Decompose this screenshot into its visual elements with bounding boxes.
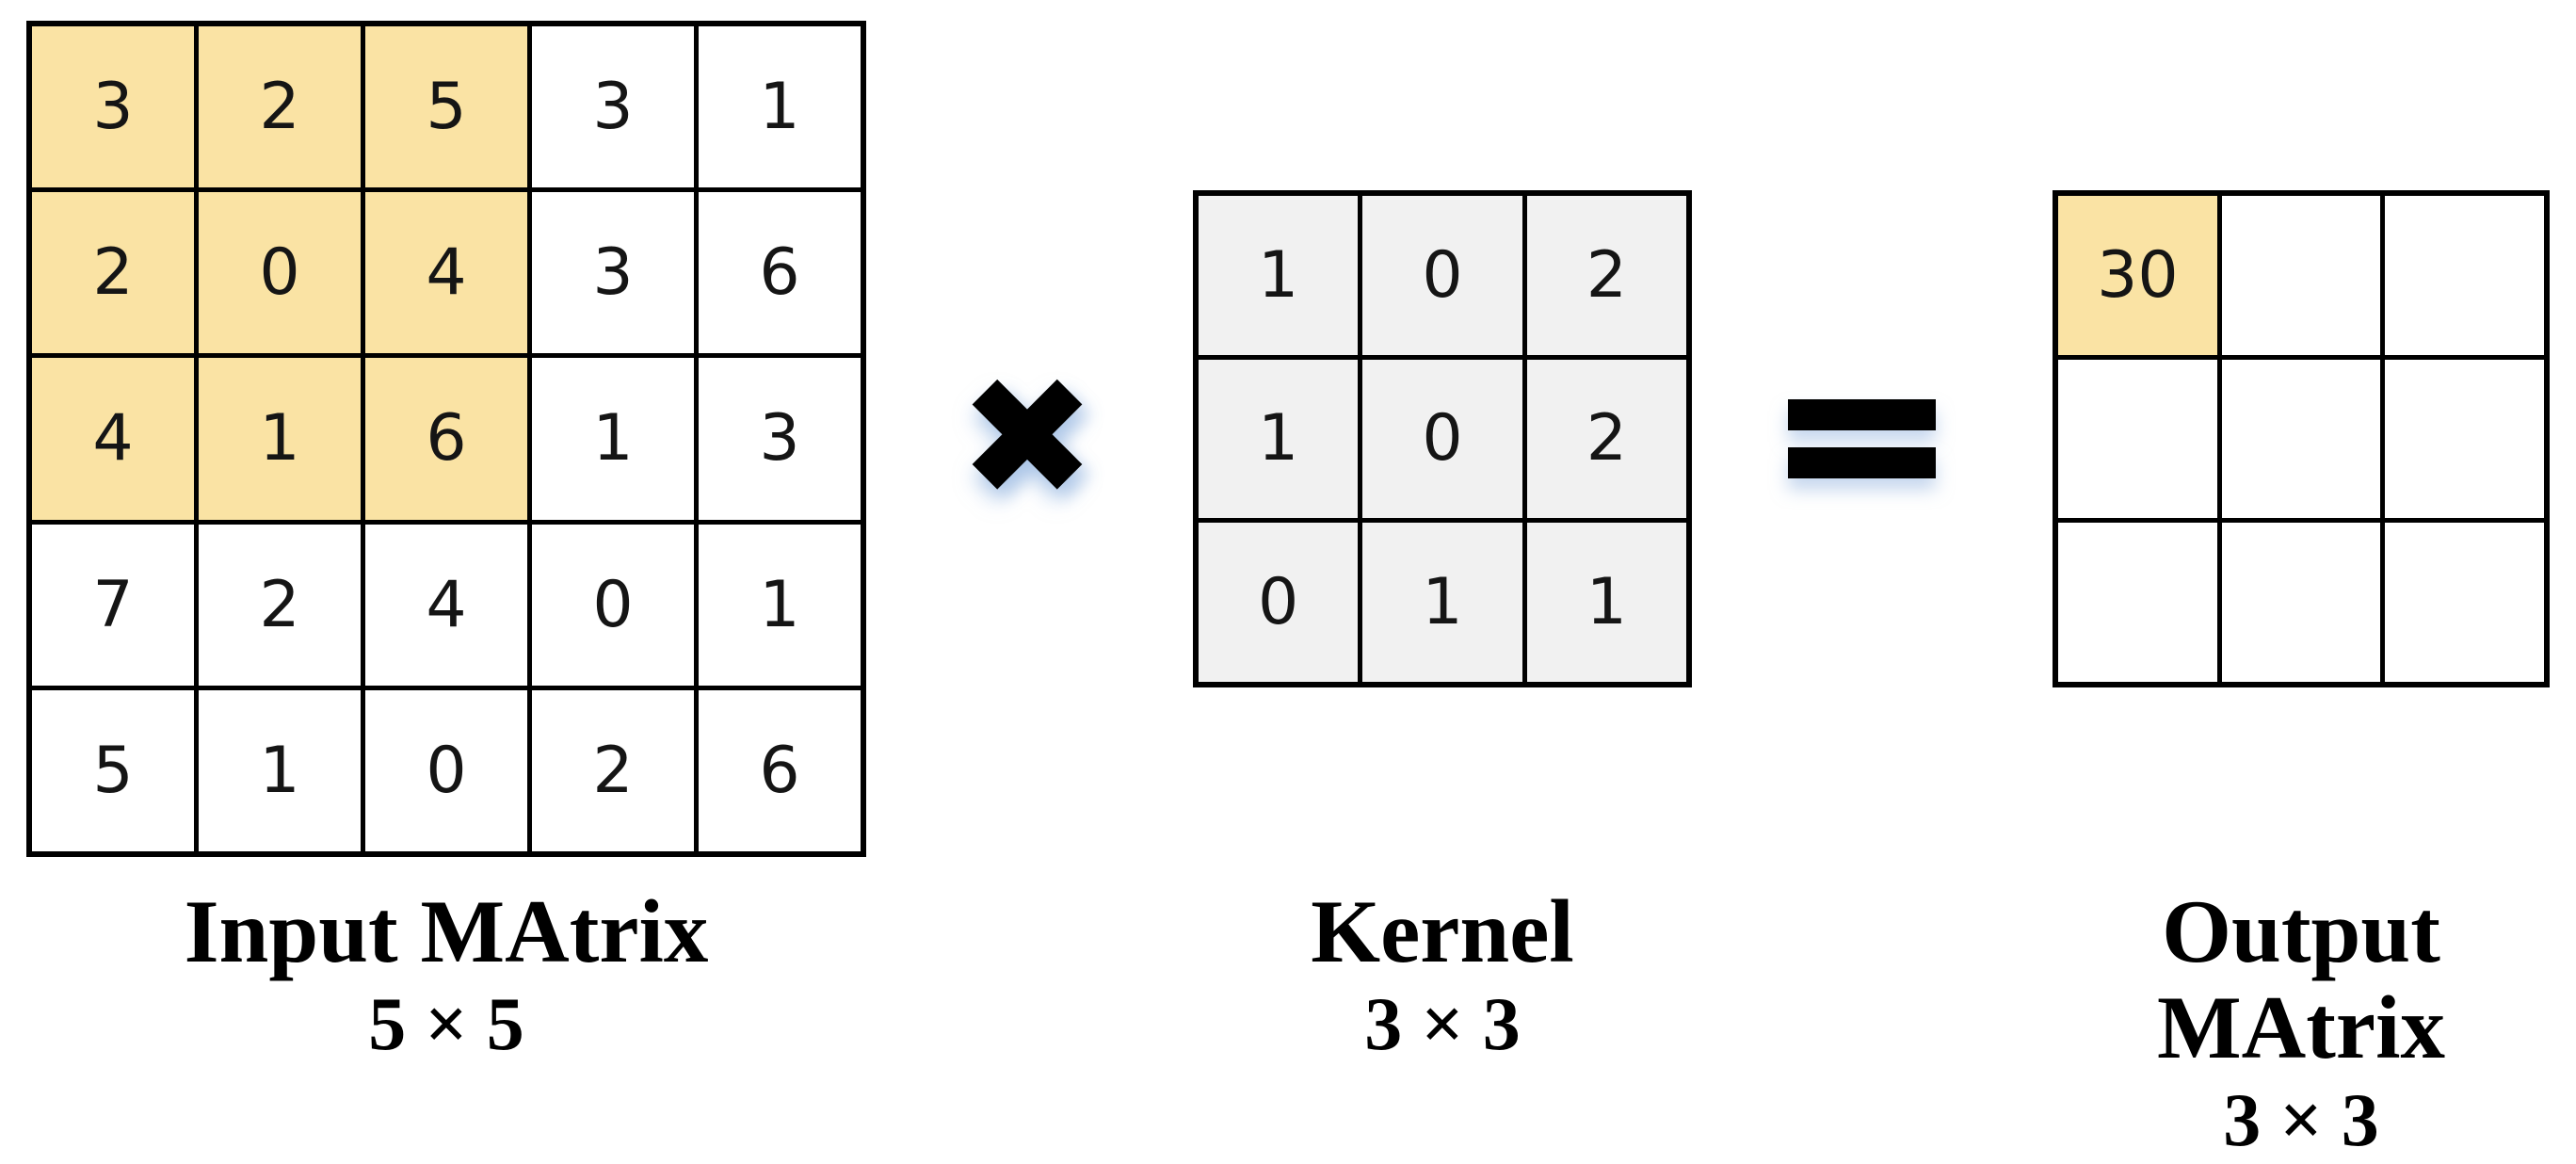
matrix-cell: 4 <box>365 524 527 686</box>
matrix-cell: 6 <box>365 358 527 520</box>
matrix-cell <box>2385 359 2544 519</box>
matrix-cell <box>2385 523 2544 682</box>
matrix-cell: 3 <box>32 26 194 188</box>
equals-icon <box>1788 399 1936 478</box>
matrix-cell: 1 <box>199 689 361 851</box>
matrix-cell: 2 <box>532 689 694 851</box>
matrix-cell: 2 <box>32 192 194 354</box>
matrix-cell: 4 <box>365 192 527 354</box>
matrix-cell: 1 <box>699 524 861 686</box>
matrix-cell: 2 <box>1526 196 1686 355</box>
matrix-cell: 3 <box>532 192 694 354</box>
matrix-cell <box>2058 359 2217 519</box>
matrix-cell: 1 <box>199 358 361 520</box>
matrix-cell <box>2221 196 2381 355</box>
matrix-cell: 3 <box>532 26 694 188</box>
matrix-cell: 3 <box>699 358 861 520</box>
output-matrix-grid: 30 <box>2053 190 2550 687</box>
equals-bar-bottom <box>1788 447 1936 478</box>
matrix-cell <box>2058 523 2217 682</box>
kernel-title: Kernel <box>1311 881 1574 981</box>
matrix-cell: 1 <box>1199 359 1359 519</box>
matrix-cell: 1 <box>532 358 694 520</box>
matrix-cell: 6 <box>699 192 861 354</box>
output-matrix-label: Output MAtrix 3 × 3 <box>2053 883 2550 1164</box>
kernel-label: Kernel 3 × 3 <box>1193 883 1692 1068</box>
multiply-icon: ✖ <box>958 342 1097 534</box>
output-matrix-dimensions: 3 × 3 <box>2223 1079 2379 1162</box>
matrix-cell <box>2221 523 2381 682</box>
matrix-cell: 2 <box>1526 359 1686 519</box>
output-matrix-title: Output MAtrix <box>2157 881 2445 1077</box>
kernel-dimensions: 3 × 3 <box>1364 983 1521 1066</box>
matrix-cell: 1 <box>1362 523 1522 682</box>
equals-bar-top <box>1788 399 1936 430</box>
input-matrix-label: Input MAtrix 5 × 5 <box>26 883 866 1068</box>
matrix-cell: 0 <box>365 689 527 851</box>
matrix-cell: 1 <box>1199 196 1359 355</box>
matrix-cell: 30 <box>2058 196 2217 355</box>
matrix-cell: 0 <box>1362 196 1522 355</box>
matrix-cell: 6 <box>699 689 861 851</box>
matrix-cell: 5 <box>365 26 527 188</box>
matrix-cell: 0 <box>1199 523 1359 682</box>
matrix-cell: 0 <box>1362 359 1522 519</box>
matrix-cell: 1 <box>699 26 861 188</box>
matrix-cell: 0 <box>199 192 361 354</box>
input-matrix-dimensions: 5 × 5 <box>368 983 524 1066</box>
matrix-cell <box>2385 196 2544 355</box>
matrix-cell <box>2221 359 2381 519</box>
matrix-cell: 2 <box>199 524 361 686</box>
matrix-cell: 5 <box>32 689 194 851</box>
matrix-cell: 1 <box>1526 523 1686 682</box>
matrix-cell: 7 <box>32 524 194 686</box>
matrix-cell: 2 <box>199 26 361 188</box>
input-matrix-title: Input MAtrix <box>184 881 709 981</box>
matrix-cell: 0 <box>532 524 694 686</box>
matrix-cell: 4 <box>32 358 194 520</box>
